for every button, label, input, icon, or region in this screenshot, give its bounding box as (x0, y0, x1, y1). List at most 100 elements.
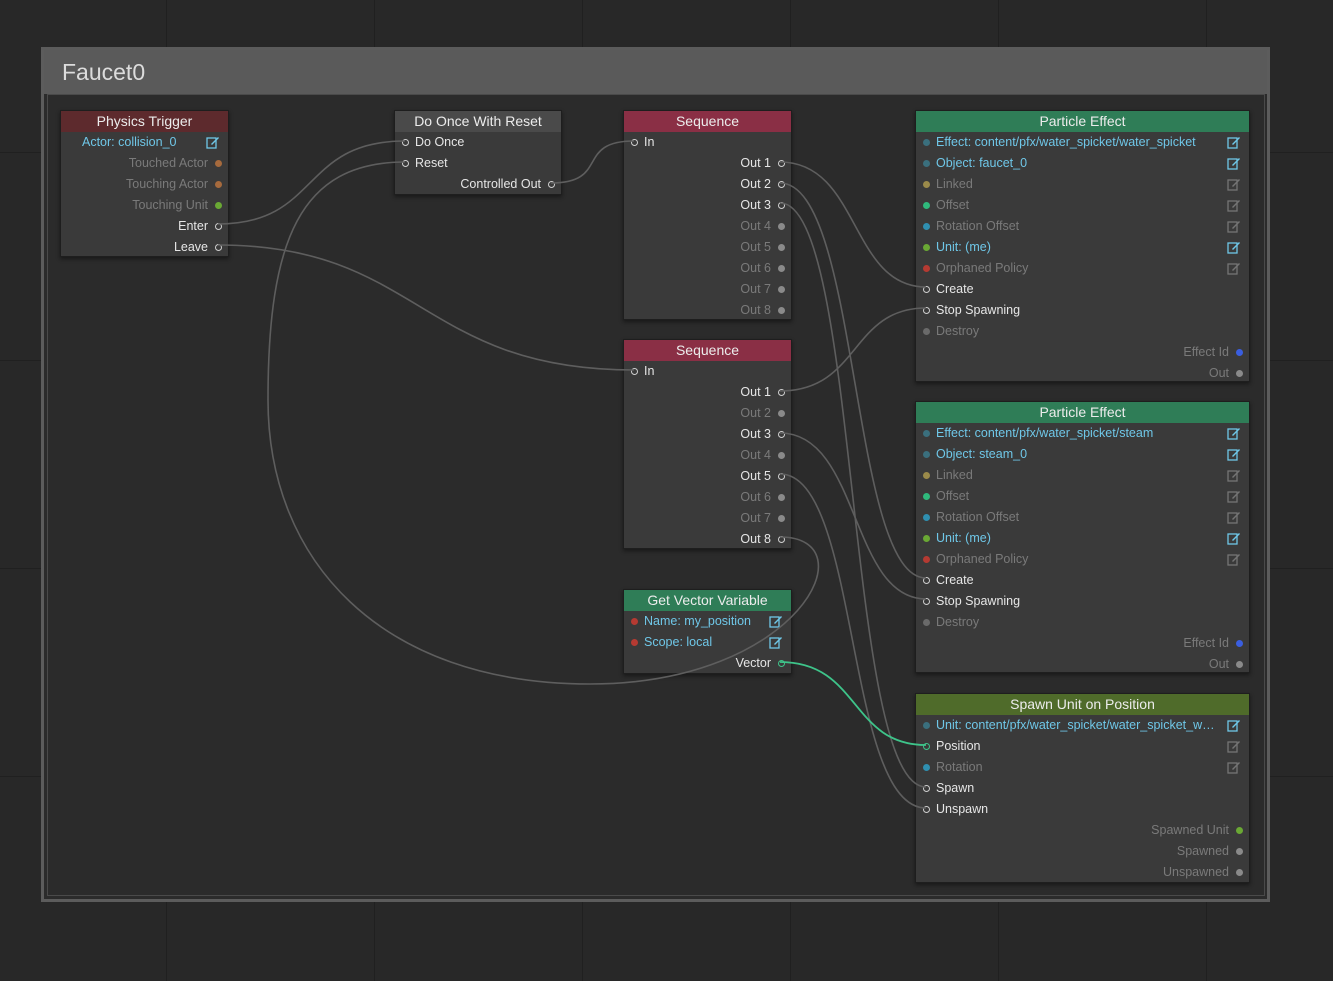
edit-icon[interactable] (1227, 426, 1241, 440)
pin-icon[interactable] (631, 639, 638, 646)
pin-icon[interactable] (923, 307, 930, 314)
output-leave[interactable]: Leave (61, 237, 228, 258)
pin-icon[interactable] (923, 265, 930, 272)
output-out[interactable]: Out (916, 654, 1249, 675)
pin-icon[interactable] (778, 223, 785, 230)
node-title[interactable]: Particle Effect (916, 111, 1249, 132)
rotation-offset-param[interactable]: Rotation Offset (916, 216, 1249, 237)
edit-icon[interactable] (1227, 156, 1241, 170)
input-in[interactable]: In (624, 361, 791, 382)
pin-icon[interactable] (778, 410, 785, 417)
pin-icon[interactable] (402, 160, 409, 167)
input-destroy[interactable]: Destroy (916, 612, 1249, 633)
input-reset[interactable]: Reset (395, 153, 561, 174)
pin-icon[interactable] (548, 181, 555, 188)
output-touching-actor[interactable]: Touching Actor (61, 174, 228, 195)
edit-icon[interactable] (1227, 447, 1241, 461)
pin-icon[interactable] (923, 223, 930, 230)
edit-icon[interactable] (1227, 531, 1241, 545)
input-create[interactable]: Create (916, 279, 1249, 300)
pin-icon[interactable] (215, 202, 222, 209)
node-title[interactable]: Do Once With Reset (395, 111, 561, 132)
name-param[interactable]: Name: my_position (624, 611, 791, 632)
output-out-7[interactable]: Out 7 (624, 508, 791, 529)
edit-icon[interactable] (1227, 760, 1241, 774)
output-out-3[interactable]: Out 3 (624, 195, 791, 216)
pin-icon[interactable] (778, 660, 785, 667)
output-out-5[interactable]: Out 5 (624, 237, 791, 258)
output-spawned-unit[interactable]: Spawned Unit (916, 820, 1249, 841)
object-param[interactable]: Object: faucet_0 (916, 153, 1249, 174)
edit-icon[interactable] (1227, 240, 1241, 254)
node-title[interactable]: Particle Effect (916, 402, 1249, 423)
pin-icon[interactable] (923, 328, 930, 335)
pin-icon[interactable] (923, 785, 930, 792)
input-do-once[interactable]: Do Once (395, 132, 561, 153)
unit-param[interactable]: Unit: (me) (916, 237, 1249, 258)
pin-icon[interactable] (778, 494, 785, 501)
unit-param[interactable]: Unit: content/pfx/water_spicket/water_sp… (916, 715, 1249, 736)
group-title[interactable]: Faucet0 (44, 50, 1267, 94)
pin-icon[interactable] (923, 535, 930, 542)
sequence-node-2[interactable]: Sequence In Out 1 Out 2 Out 3 Out 4 Out … (623, 339, 792, 549)
pin-icon[interactable] (778, 181, 785, 188)
pin-icon[interactable] (923, 556, 930, 563)
pin-icon[interactable] (923, 472, 930, 479)
pin-icon[interactable] (778, 452, 785, 459)
edit-icon[interactable] (1227, 177, 1241, 191)
pin-icon[interactable] (923, 514, 930, 521)
output-out-1[interactable]: Out 1 (624, 153, 791, 174)
pin-icon[interactable] (1236, 370, 1243, 377)
pin-icon[interactable] (631, 139, 638, 146)
physics-trigger-node[interactable]: Physics Trigger Actor: collision_0 Touch… (60, 110, 229, 257)
pin-icon[interactable] (778, 473, 785, 480)
pin-icon[interactable] (1236, 349, 1243, 356)
offset-param[interactable]: Offset (916, 195, 1249, 216)
output-touched-actor[interactable]: Touched Actor (61, 153, 228, 174)
output-effect-id[interactable]: Effect Id (916, 342, 1249, 363)
pin-icon[interactable] (923, 743, 930, 750)
orphaned-policy-param[interactable]: Orphaned Policy (916, 258, 1249, 279)
pin-icon[interactable] (215, 223, 222, 230)
output-touching-unit[interactable]: Touching Unit (61, 195, 228, 216)
pin-icon[interactable] (215, 244, 222, 251)
pin-icon[interactable] (923, 139, 930, 146)
pin-icon[interactable] (1236, 869, 1243, 876)
input-in[interactable]: In (624, 132, 791, 153)
output-unspawned[interactable]: Unspawned (916, 862, 1249, 883)
pin-icon[interactable] (402, 139, 409, 146)
node-title[interactable]: Spawn Unit on Position (916, 694, 1249, 715)
orphaned-policy-param[interactable]: Orphaned Policy (916, 549, 1249, 570)
effect-param[interactable]: Effect: content/pfx/water_spicket/water_… (916, 132, 1249, 153)
edit-icon[interactable] (1227, 261, 1241, 275)
get-vector-variable-node[interactable]: Get Vector Variable Name: my_position Sc… (623, 589, 792, 674)
pin-icon[interactable] (778, 389, 785, 396)
edit-icon[interactable] (769, 635, 783, 649)
sequence-node-1[interactable]: Sequence In Out 1 Out 2 Out 3 Out 4 Out … (623, 110, 792, 320)
edit-icon[interactable] (769, 614, 783, 628)
pin-icon[interactable] (631, 368, 638, 375)
edit-icon[interactable] (1227, 468, 1241, 482)
actor-param[interactable]: Actor: collision_0 (61, 132, 228, 153)
unit-param[interactable]: Unit: (me) (916, 528, 1249, 549)
pin-icon[interactable] (1236, 827, 1243, 834)
edit-icon[interactable] (1227, 510, 1241, 524)
pin-icon[interactable] (215, 181, 222, 188)
node-title[interactable]: Physics Trigger (61, 111, 228, 132)
edit-icon[interactable] (206, 135, 220, 149)
scope-param[interactable]: Scope: local (624, 632, 791, 653)
edit-icon[interactable] (1227, 718, 1241, 732)
input-destroy[interactable]: Destroy (916, 321, 1249, 342)
pin-icon[interactable] (778, 515, 785, 522)
pin-icon[interactable] (923, 160, 930, 167)
input-create[interactable]: Create (916, 570, 1249, 591)
pin-icon[interactable] (778, 286, 785, 293)
particle-effect-node-2[interactable]: Particle Effect Effect: content/pfx/wate… (915, 401, 1250, 673)
pin-icon[interactable] (923, 451, 930, 458)
pin-icon[interactable] (778, 244, 785, 251)
rotation-param[interactable]: Rotation (916, 757, 1249, 778)
linked-param[interactable]: Linked (916, 174, 1249, 195)
object-param[interactable]: Object: steam_0 (916, 444, 1249, 465)
edit-icon[interactable] (1227, 219, 1241, 233)
input-stop-spawning[interactable]: Stop Spawning (916, 300, 1249, 321)
